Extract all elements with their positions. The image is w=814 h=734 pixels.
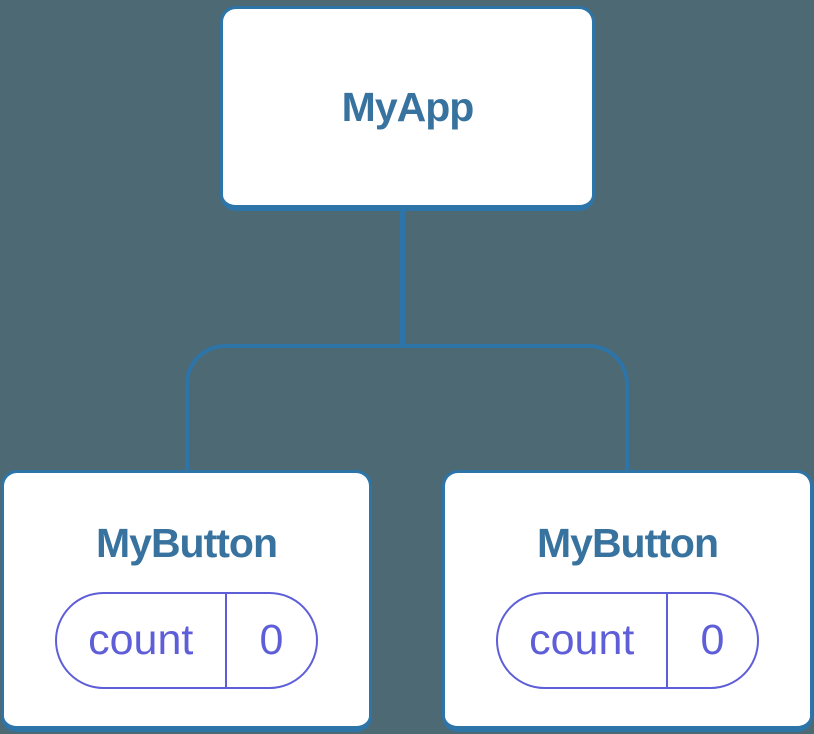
root-component-node: MyApp bbox=[220, 6, 595, 211]
state-key: count bbox=[529, 616, 635, 664]
state-value: 0 bbox=[700, 616, 725, 664]
root-component-title: MyApp bbox=[341, 84, 475, 130]
tree-connector-stem bbox=[400, 208, 405, 348]
pill-divider bbox=[224, 594, 227, 687]
tree-connector-bracket bbox=[185, 344, 629, 470]
child-component-title: MyButton bbox=[536, 520, 719, 566]
state-value: 0 bbox=[259, 616, 284, 664]
child-component-node-left: MyButton count 0 bbox=[1, 470, 372, 732]
state-pill: count 0 bbox=[55, 592, 318, 689]
state-key: count bbox=[88, 616, 194, 664]
state-pill: count 0 bbox=[496, 592, 759, 689]
child-component-title: MyButton bbox=[95, 520, 278, 566]
child-component-node-right: MyButton count 0 bbox=[442, 470, 813, 732]
pill-divider bbox=[665, 594, 668, 687]
